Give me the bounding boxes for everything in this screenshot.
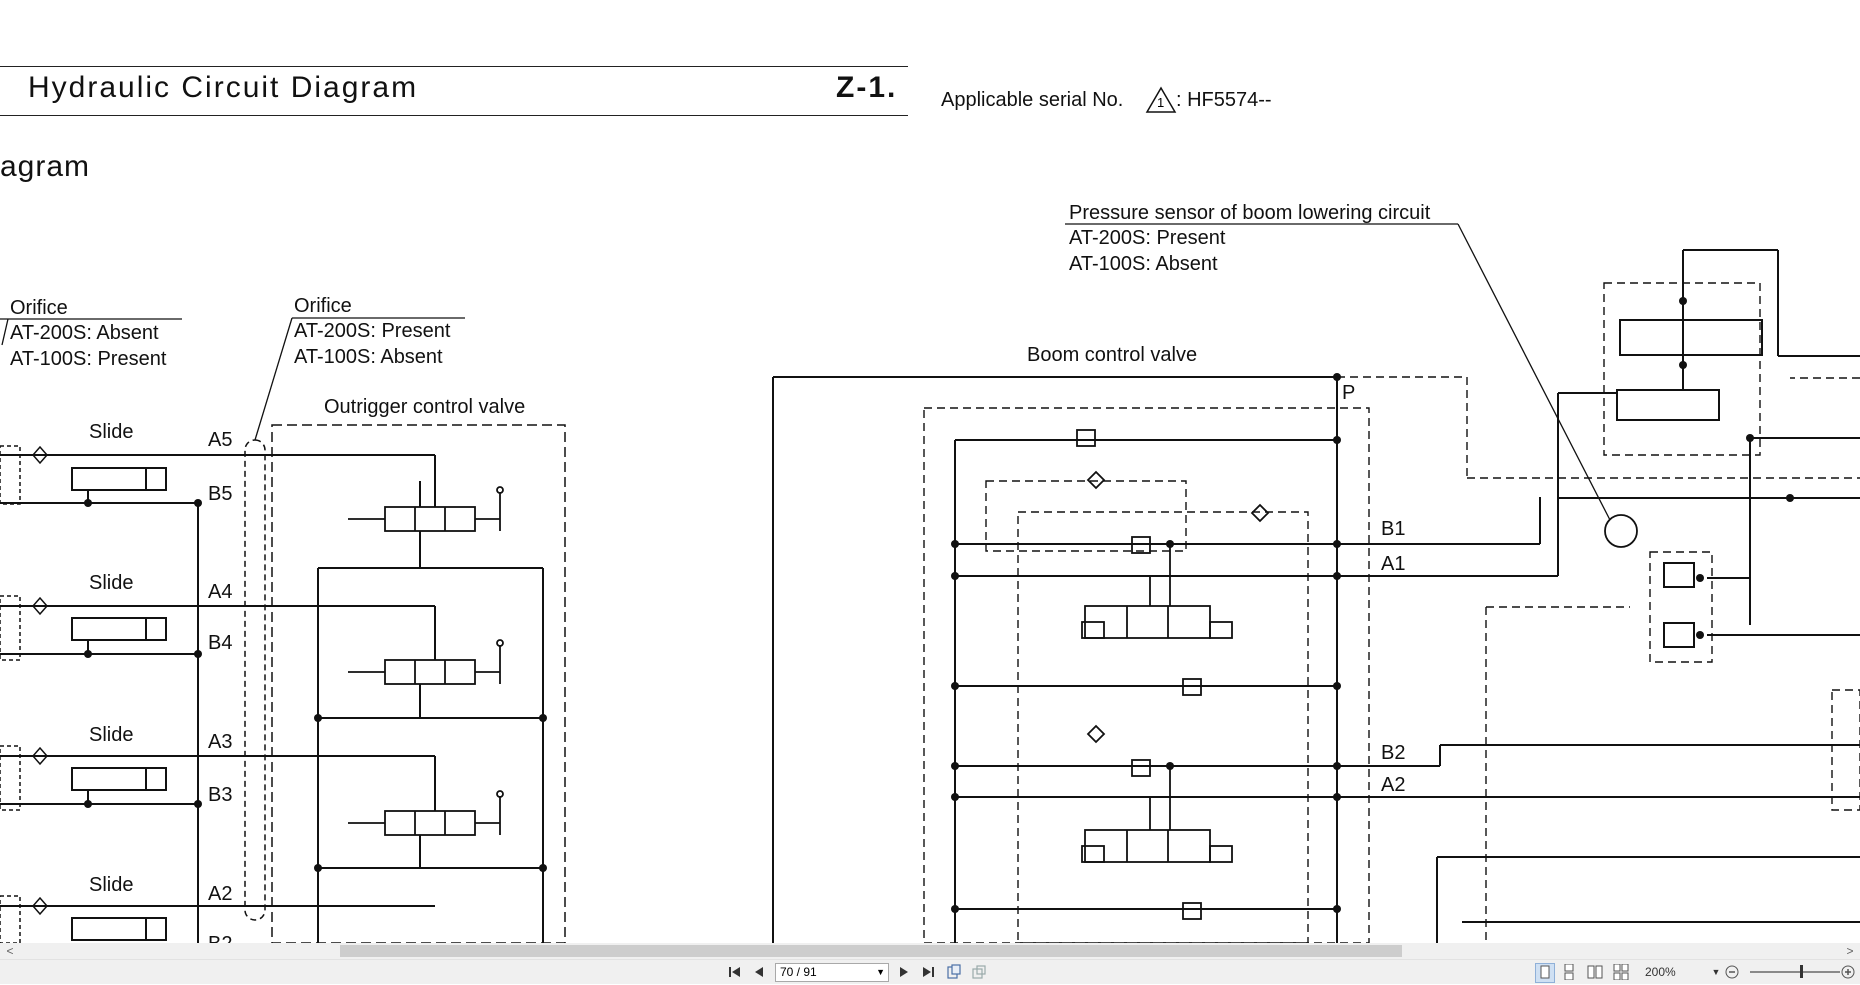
port-a3: A3 <box>208 731 233 753</box>
zoom-slider-knob[interactable] <box>1800 965 1803 978</box>
next-page-icon[interactable] <box>897 963 911 981</box>
port-b4: B4 <box>208 632 233 654</box>
viewer-toolbar: 70 / 91 ▼ 200% ▼ <box>0 959 1860 984</box>
port-a5: A5 <box>208 429 233 451</box>
port-b1: B1 <box>1381 518 1406 540</box>
slide-label-1: Slide <box>89 421 134 443</box>
zoom-slider[interactable] <box>1750 971 1840 973</box>
page-number-field[interactable]: 70 / 91 ▼ <box>775 963 889 982</box>
page-number-value: 70 / 91 <box>780 965 817 979</box>
serial-prefix: Applicable serial No. <box>941 89 1124 111</box>
outrigger-valve-label: Outrigger control valve <box>324 396 526 418</box>
rotate-icon[interactable] <box>945 963 963 981</box>
orifice-right-title: Orifice <box>294 295 352 317</box>
page-code: Z-1. <box>836 71 898 104</box>
zoom-dropdown-icon[interactable]: ▼ <box>1711 967 1721 977</box>
last-page-icon[interactable] <box>920 963 936 981</box>
port-a1: A1 <box>1381 553 1406 575</box>
serial-warning-icon: 1 <box>1145 86 1177 114</box>
extract-icon[interactable] <box>970 963 988 981</box>
orifice-left-line2: AT-100S: Present <box>10 348 167 370</box>
slide-label-2: Slide <box>89 572 134 594</box>
port-b3: B3 <box>208 784 233 806</box>
serial-symbol: 1 <box>1157 95 1165 110</box>
document-viewport[interactable]: Hydraulic Circuit Diagram Z-1. Applicabl… <box>0 0 1860 943</box>
pressure-sensor-line1: AT-200S: Present <box>1069 227 1226 249</box>
serial-value: : HF5574-- <box>1176 89 1272 111</box>
port-p: P <box>1342 382 1356 404</box>
zoom-level[interactable]: 200% <box>1645 965 1676 979</box>
hydraulic-schematic <box>0 223 1860 943</box>
two-page-continuous-icon[interactable] <box>1611 963 1631 981</box>
header-rule-top <box>0 66 908 67</box>
zoom-out-icon[interactable] <box>1724 963 1740 981</box>
prev-page-icon[interactable] <box>752 963 766 981</box>
port-b2-partial: B2 <box>208 933 232 943</box>
scroll-left-button[interactable]: < <box>6 944 14 958</box>
pressure-sensor-line2: AT-100S: Absent <box>1069 253 1218 275</box>
two-page-icon[interactable] <box>1585 963 1605 981</box>
orifice-right-line2: AT-100S: Absent <box>294 346 443 368</box>
port-a4: A4 <box>208 581 233 603</box>
scroll-right-button[interactable]: > <box>1846 944 1854 958</box>
orifice-left-title: Orifice <box>10 297 68 319</box>
continuous-icon[interactable] <box>1560 963 1578 981</box>
orifice-left-line1: AT-200S: Absent <box>10 322 159 344</box>
page-dropdown-icon[interactable]: ▼ <box>876 967 885 977</box>
port-b2-right: B2 <box>1381 742 1406 764</box>
horizontal-scrollbar[interactable]: < > <box>0 943 1860 959</box>
port-a2: A2 <box>208 883 233 905</box>
single-page-icon[interactable] <box>1535 963 1555 983</box>
scroll-thumb[interactable] <box>340 945 1402 957</box>
port-a2-right: A2 <box>1381 774 1406 796</box>
pressure-sensor-title: Pressure sensor of boom lowering circuit <box>1069 202 1431 224</box>
boom-valve-label: Boom control valve <box>1027 344 1198 366</box>
zoom-in-icon[interactable] <box>1840 963 1856 981</box>
first-page-icon[interactable] <box>727 963 743 981</box>
header-rule-bottom <box>0 115 908 116</box>
port-b5: B5 <box>208 483 233 505</box>
orifice-right-line1: AT-200S: Present <box>294 320 451 342</box>
page-title: Hydraulic Circuit Diagram <box>28 71 419 104</box>
slide-label-3: Slide <box>89 724 134 746</box>
slide-cylinders <box>71 467 167 941</box>
slide-label-4: Slide <box>89 874 134 896</box>
section-title: agram <box>0 150 91 183</box>
